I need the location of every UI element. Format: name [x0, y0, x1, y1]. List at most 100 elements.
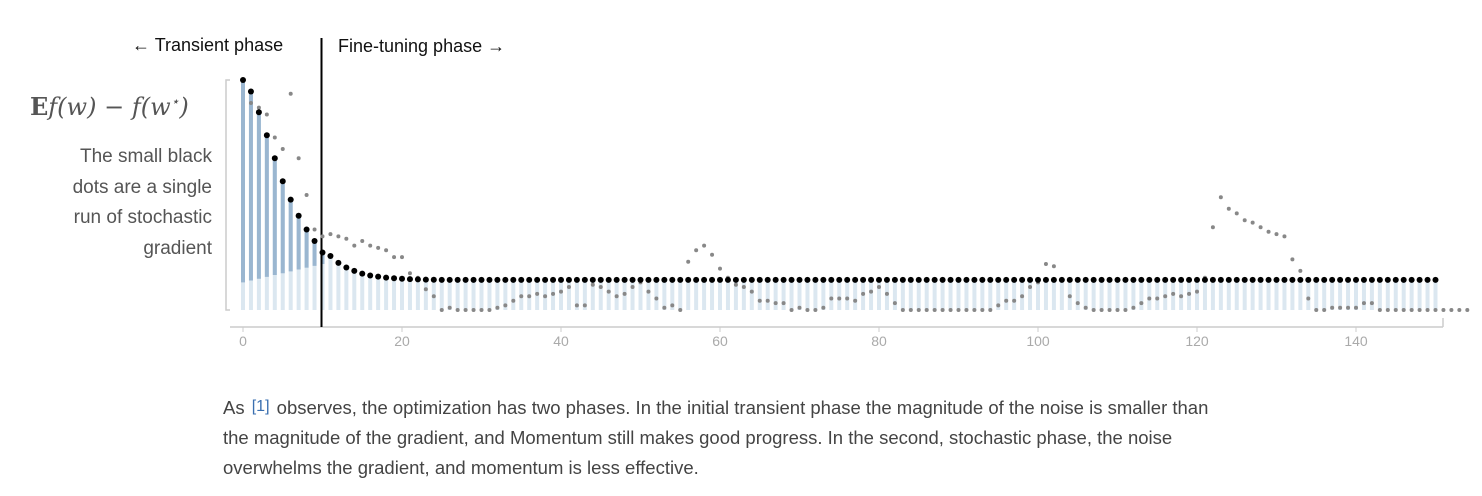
expected-dot: [542, 276, 549, 283]
expected-dot: [899, 276, 906, 283]
expected-dot: [343, 264, 350, 271]
stochastic-dot: [853, 298, 858, 303]
expected-dot: [923, 276, 930, 283]
stochastic-dot: [535, 291, 540, 296]
expected-dot: [1337, 276, 1344, 283]
expected-dot: [1035, 276, 1041, 283]
expected-dot: [820, 276, 827, 283]
expected-dot: [478, 276, 485, 283]
stochastic-dot: [837, 296, 842, 301]
expected-dot: [717, 276, 723, 283]
stochastic-dot: [1139, 301, 1144, 306]
expected-dot: [597, 276, 604, 283]
expected-dot: [891, 276, 898, 283]
expected-dot: [319, 249, 326, 256]
expected-dot: [1217, 276, 1224, 283]
expected-dot: [669, 276, 676, 283]
stochastic-dot: [1226, 206, 1231, 211]
expected-dot: [494, 276, 501, 283]
expected-dots-layer: [240, 77, 1439, 283]
expected-dot: [502, 276, 509, 283]
stochastic-dot: [741, 285, 746, 289]
stochastic-dot: [1258, 225, 1263, 230]
transient-phase-text: Transient phase: [154, 35, 284, 55]
expected-dot: [1194, 276, 1200, 283]
stochastic-dot: [1346, 305, 1351, 310]
expected-dot: [1376, 276, 1383, 283]
stochastic-dot: [1163, 294, 1168, 299]
expected-dot: [804, 276, 811, 283]
stochastic-dot: [1012, 298, 1017, 303]
expected-dot: [279, 178, 286, 185]
expected-dot: [780, 276, 787, 283]
expected-dot: [1178, 276, 1185, 283]
expected-dot: [613, 276, 620, 283]
expected-dot: [518, 276, 525, 283]
stochastic-dot: [1115, 308, 1120, 312]
stochastic-dot: [511, 298, 516, 303]
expected-dot: [971, 276, 978, 283]
expected-dot: [995, 276, 1002, 283]
citation-link[interactable]: [1]: [251, 398, 270, 415]
caption-prefix: As: [223, 397, 245, 418]
stochastic-dot: [1107, 308, 1112, 312]
stochastic-dot: [996, 303, 1001, 308]
expected-dot: [907, 276, 914, 283]
expected-dot: [1082, 276, 1089, 283]
stochastic-dot: [400, 255, 404, 260]
y-axis-line: [225, 79, 230, 311]
stochastic-dot: [861, 291, 866, 296]
expected-dot: [303, 226, 310, 233]
expected-dot: [1305, 276, 1312, 283]
expected-dot: [931, 276, 938, 283]
stochastic-dot: [972, 308, 977, 312]
expected-dot: [263, 132, 270, 139]
stochastic-dot: [574, 303, 579, 308]
expected-dot: [645, 276, 652, 283]
stochastic-dot: [447, 305, 452, 310]
stochastic-dot: [1266, 229, 1271, 234]
expected-dot: [1058, 276, 1065, 283]
stochastic-dot: [1330, 305, 1335, 310]
expected-dot: [772, 276, 779, 283]
x-tick-label: 0: [239, 333, 247, 349]
expected-dot: [701, 276, 708, 283]
stochastic-dot: [551, 291, 556, 296]
stochastic-dot: [845, 296, 850, 301]
stochastic-dot: [1075, 301, 1080, 306]
expected-dot: [836, 276, 843, 283]
expected-dot: [565, 276, 572, 283]
stochastic-dot: [900, 308, 905, 312]
expected-dot: [311, 238, 318, 244]
stochastic-dot: [1449, 308, 1454, 312]
stochastic-dot: [1091, 308, 1096, 312]
y-axis-description: The small black dots are a single run of…: [72, 146, 212, 259]
stochastic-dot: [1338, 305, 1343, 310]
y-axis-label: Ef(w) − f(w⋆): [30, 92, 189, 121]
expected-dot: [526, 276, 533, 283]
expected-dot: [1416, 276, 1423, 283]
stochastic-dot: [1083, 305, 1088, 310]
expected-dot: [1162, 276, 1169, 283]
stochastic-dot: [455, 308, 460, 312]
x-tick-label: 120: [1185, 333, 1209, 349]
stochastic-dot: [1433, 308, 1438, 312]
expected-dot: [939, 276, 946, 283]
stochastic-dot: [813, 308, 818, 312]
stochastic-dot: [948, 308, 953, 312]
expected-dot: [1368, 276, 1375, 283]
stochastic-dot: [606, 289, 611, 294]
stochastic-dot: [1179, 294, 1184, 299]
right-arrow-icon: →: [487, 36, 506, 56]
stochastic-dot: [892, 301, 897, 306]
expected-dot: [1201, 276, 1208, 283]
expected-dot: [1146, 276, 1153, 283]
expected-dot: [748, 276, 755, 283]
expected-dot: [653, 276, 660, 283]
expected-dot: [1042, 276, 1049, 283]
stochastic-dot: [423, 287, 428, 292]
stochastic-dot: [590, 282, 595, 287]
expected-dot: [581, 276, 588, 283]
expected-dot: [1353, 276, 1359, 283]
